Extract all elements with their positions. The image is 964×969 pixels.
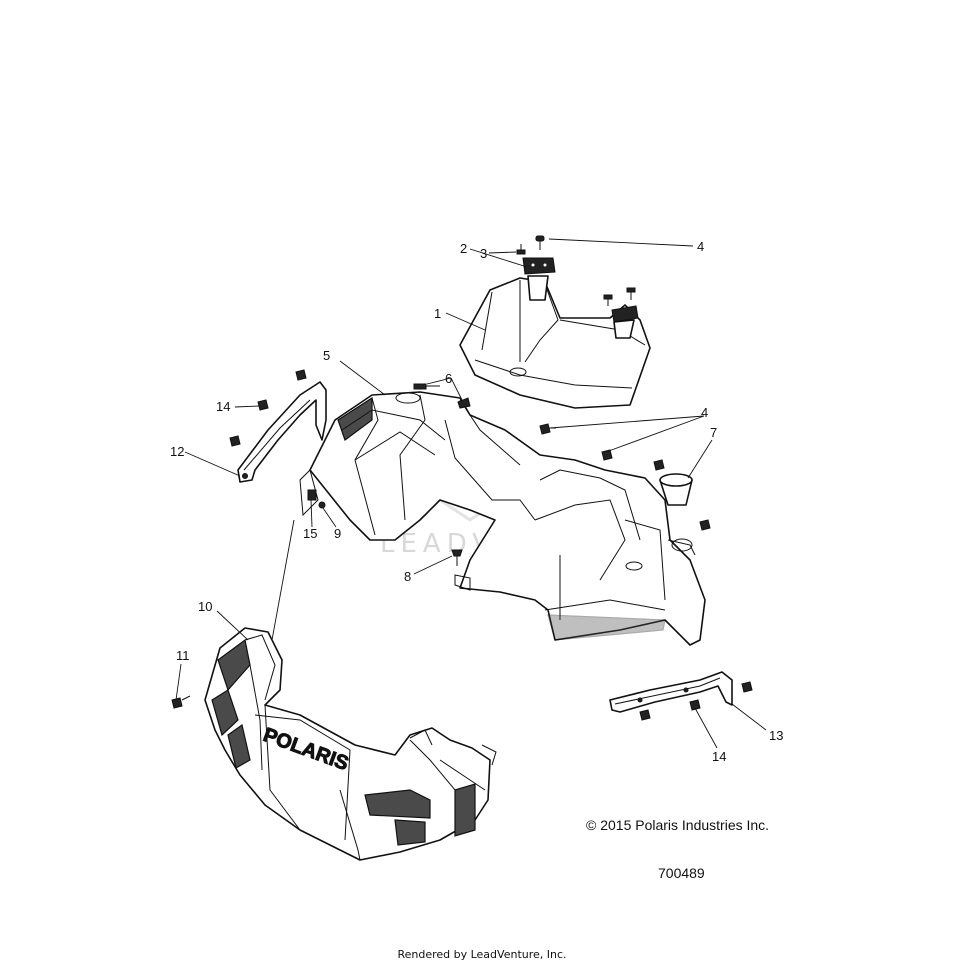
callout-9: 9 — [334, 526, 341, 541]
part-13-right-bracket — [609, 671, 753, 721]
part-11-screw — [171, 695, 191, 709]
callout-1: 1 — [434, 306, 441, 321]
part-1-storage-lid — [459, 277, 651, 409]
part-8-push-rivet — [451, 549, 463, 566]
callout-13: 13 — [769, 728, 783, 743]
part-6-screw — [413, 383, 471, 409]
callout-8: 8 — [404, 569, 411, 584]
callout-14-left: 14 — [216, 399, 230, 414]
callout-2: 2 — [460, 241, 467, 256]
part-9-nut — [318, 501, 326, 509]
callout-11: 11 — [176, 648, 190, 663]
part-5-front-cab — [299, 391, 706, 646]
callout-6: 6 — [445, 371, 452, 386]
body-screws — [539, 423, 711, 531]
part-7-cup-holder — [659, 473, 693, 506]
part-14-screw-right — [689, 699, 701, 711]
callout-12: 12 — [170, 444, 184, 459]
copyright-text: © 2015 Polaris Industries Inc. — [586, 817, 769, 833]
callout-4-mid: 4 — [701, 405, 708, 420]
part-15-clip — [307, 489, 317, 501]
part-3-screw — [516, 235, 636, 306]
callout-labels: 1 2 3 4 4 5 6 7 8 9 10 11 12 13 14 14 15 — [170, 239, 783, 764]
rendered-by-text: Rendered by LeadVenture, Inc. — [397, 948, 566, 961]
callout-3: 3 — [480, 246, 487, 261]
callout-15: 15 — [303, 526, 317, 541]
leader-lines — [175, 238, 767, 749]
callout-10: 10 — [198, 599, 212, 614]
part-2-hinge — [522, 257, 639, 339]
diagram-part-number: 700489 — [658, 865, 705, 881]
callout-7: 7 — [710, 425, 717, 440]
callout-5: 5 — [323, 348, 330, 363]
part-10-front-nose: POLARIS — [204, 627, 497, 861]
part-12-left-bracket — [229, 369, 327, 483]
callout-4-top: 4 — [697, 239, 704, 254]
callout-14-right: 14 — [712, 749, 726, 764]
